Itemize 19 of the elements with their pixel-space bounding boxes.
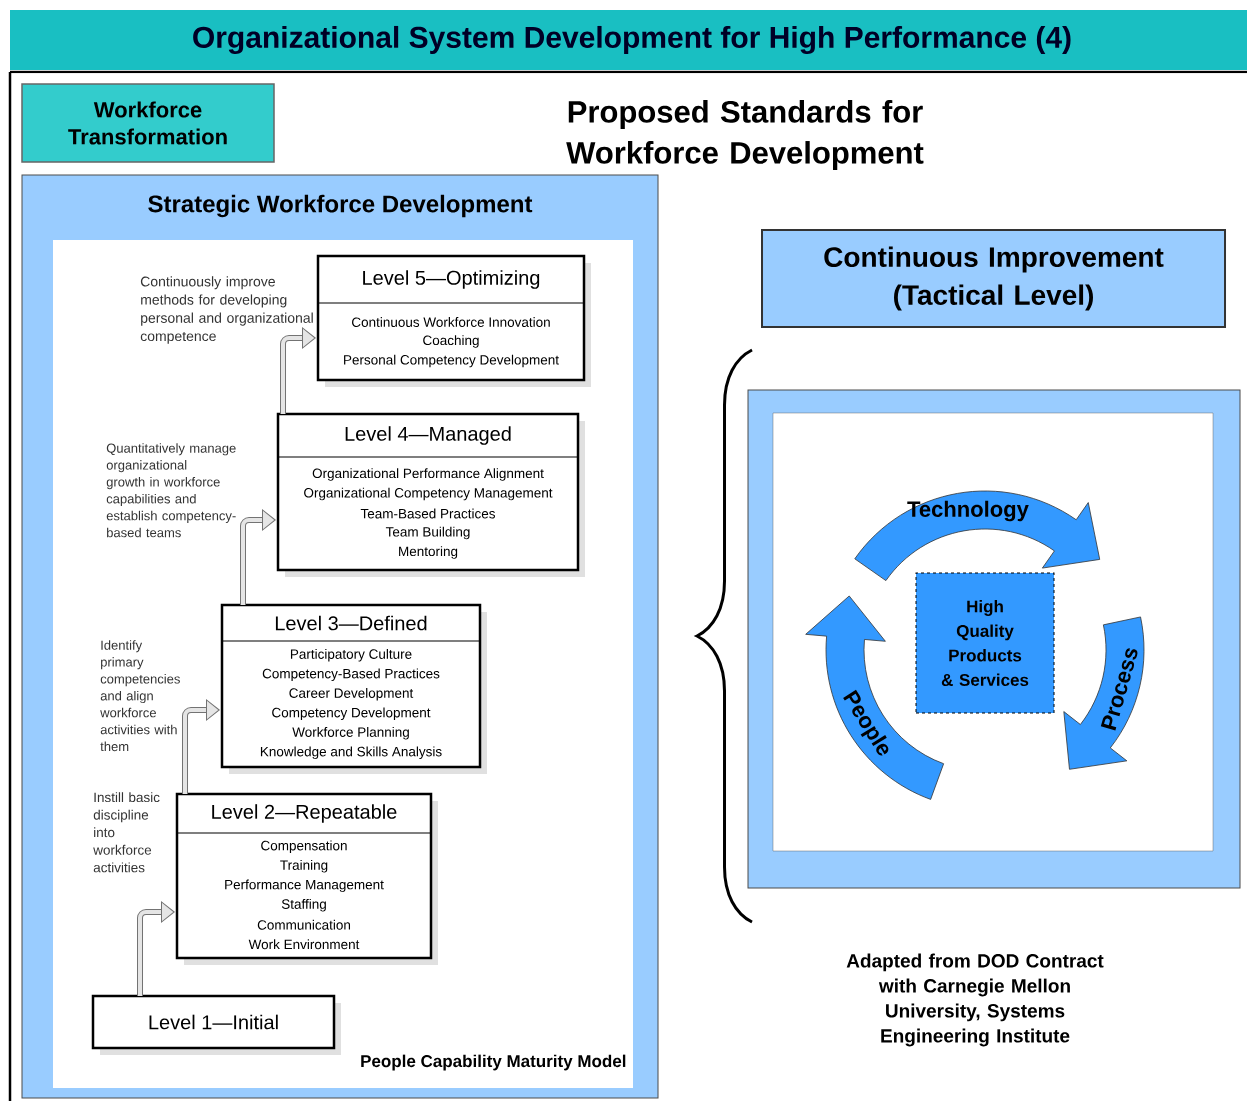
step-arrow	[240, 509, 276, 605]
label-box: Workforce Transformation	[21, 83, 275, 163]
center-box: High Quality Products & Services	[915, 572, 1055, 714]
level-box: Level 2—Repeatable Compensation Training Performance Management Staffing Communication Work Environment	[175, 792, 438, 965]
annotation-text: Continuously improve methods for developing personal and organizational competence	[140, 276, 313, 344]
level-box: Level 5—Optimizing Continuous Workforce Innovation Coaching Personal Competency Development	[316, 254, 591, 387]
step-arrow	[280, 327, 316, 414]
level-box: Level 3—Defined Participatory Culture Competency-Based Practices Career Development Competency Development Workforce Planning Knowledge and Skills Analysis	[220, 603, 487, 774]
level-box: Level 4—Managed Organizational Performance Alignment Organizational Competency Management Team-Based Practices Team Building Mentoring	[276, 412, 585, 577]
note-text: Adapted from DOD Contract with Carnegie Mellon University, Systems Engineering Institute	[846, 953, 1104, 1047]
annotation-text: Identify primary competencies and align workforce activities with them	[100, 640, 180, 752]
annotation-text: Quantitatively manage organizational growth in workforce capabilities and establish competency-based teams	[106, 443, 236, 538]
step-arrow	[182, 699, 220, 794]
note-text: Proposed Standards for Workforce Development	[566, 100, 924, 170]
annotation-text: Instill basic discipline into workforce activities	[93, 792, 160, 873]
heading-box: Continuous Improvement (Tactical Level)	[761, 229, 1226, 328]
step-arrow	[137, 901, 175, 996]
level-box: Level 1—Initial	[91, 994, 341, 1055]
title-banner: Organizational System Development for High Performance (4)	[10, 10, 1247, 70]
